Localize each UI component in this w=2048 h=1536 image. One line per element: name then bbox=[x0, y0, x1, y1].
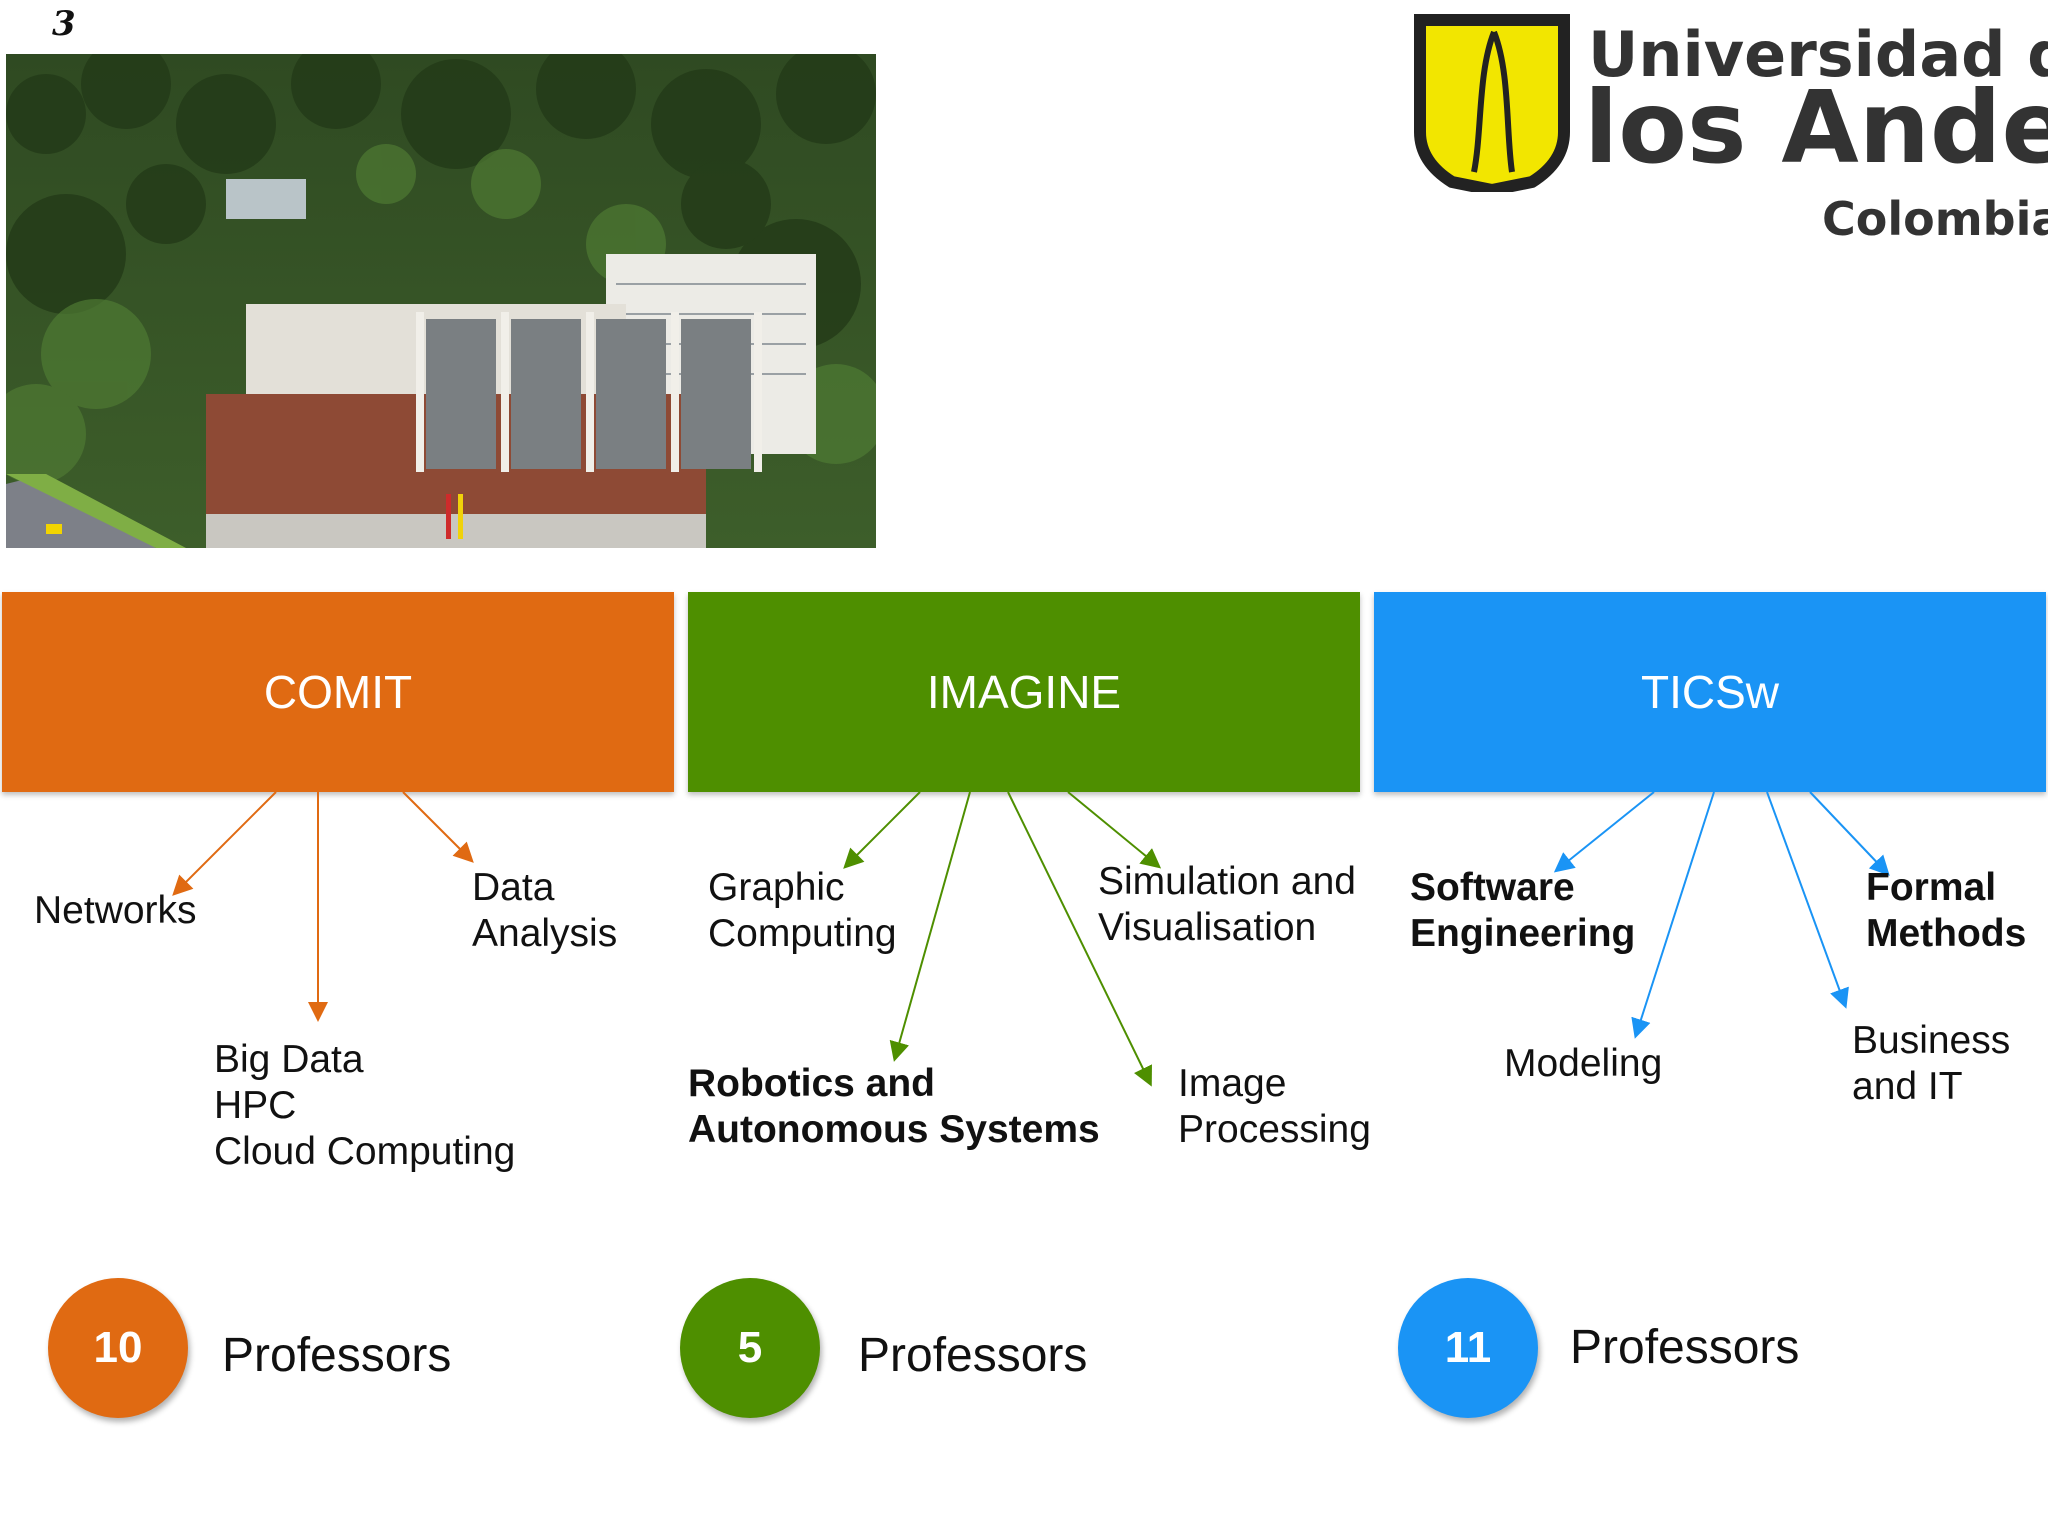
topic-robotics: Robotics and Autonomous Systems bbox=[688, 1062, 1100, 1151]
topic-image-processing: Image Processing bbox=[1178, 1062, 1371, 1151]
professors-label-imagine: Professors bbox=[858, 1329, 1088, 1382]
group-title-comit: COMIT bbox=[263, 666, 413, 718]
professor-count-imagine: 5 bbox=[680, 1278, 820, 1418]
group-box-ticsw: TICSw bbox=[1374, 592, 2046, 792]
arrow-to-robotics bbox=[889, 791, 971, 1062]
arrow-to-image-processing bbox=[1007, 791, 1152, 1087]
arrow-to-modeling bbox=[1631, 791, 1715, 1039]
university-logo: Universidad de los Andes Colombia bbox=[1412, 12, 2048, 252]
group-box-imagine: IMAGINE bbox=[688, 592, 1360, 792]
topic-formal-methods: Formal Methods bbox=[1866, 866, 2027, 955]
arrow-to-formal-methods bbox=[1809, 791, 1890, 876]
topic-business-it: Business and IT bbox=[1852, 1019, 2011, 1108]
topic-big-data-hpc-cloud: Big Data HPC Cloud Computing bbox=[214, 1038, 516, 1173]
professor-count-comit: 10 bbox=[48, 1278, 188, 1418]
arrow-to-simulation bbox=[1067, 791, 1162, 869]
arrow-to-software-engineering bbox=[1553, 791, 1655, 873]
topic-data-analysis: Data Analysis bbox=[472, 866, 618, 955]
arrow-to-business-it bbox=[1766, 791, 1849, 1009]
professors-label-comit: Professors bbox=[222, 1329, 452, 1382]
group-box-comit: COMIT bbox=[2, 592, 674, 792]
arrow-to-graphic-computing bbox=[843, 791, 921, 869]
professors-label-ticsw: Professors bbox=[1570, 1321, 1800, 1374]
group-title-imagine: IMAGINE bbox=[926, 666, 1122, 718]
logo-line-2: los Andes bbox=[1584, 69, 2048, 186]
shield-icon bbox=[1414, 14, 1570, 192]
topic-graphic-computing: Graphic Computing bbox=[708, 866, 897, 955]
slide-number: 3 bbox=[52, 4, 76, 44]
campus-photo bbox=[6, 54, 876, 548]
logo-line-1: Universidad de bbox=[1588, 18, 2048, 91]
topic-modeling: Modeling bbox=[1504, 1042, 1663, 1085]
topic-software-engineering: Software Engineering bbox=[1410, 866, 1636, 955]
topic-networks: Networks bbox=[34, 889, 197, 932]
arrow-to-networks bbox=[172, 791, 277, 896]
group-title-ticsw: TICSw bbox=[1641, 666, 1779, 718]
professor-count-ticsw: 11 bbox=[1398, 1278, 1538, 1418]
arrow-to-data-analysis bbox=[402, 791, 474, 863]
topic-simulation-visualisation: Simulation and Visualisation bbox=[1098, 860, 1356, 949]
logo-line-3: Colombia bbox=[1822, 192, 2048, 246]
